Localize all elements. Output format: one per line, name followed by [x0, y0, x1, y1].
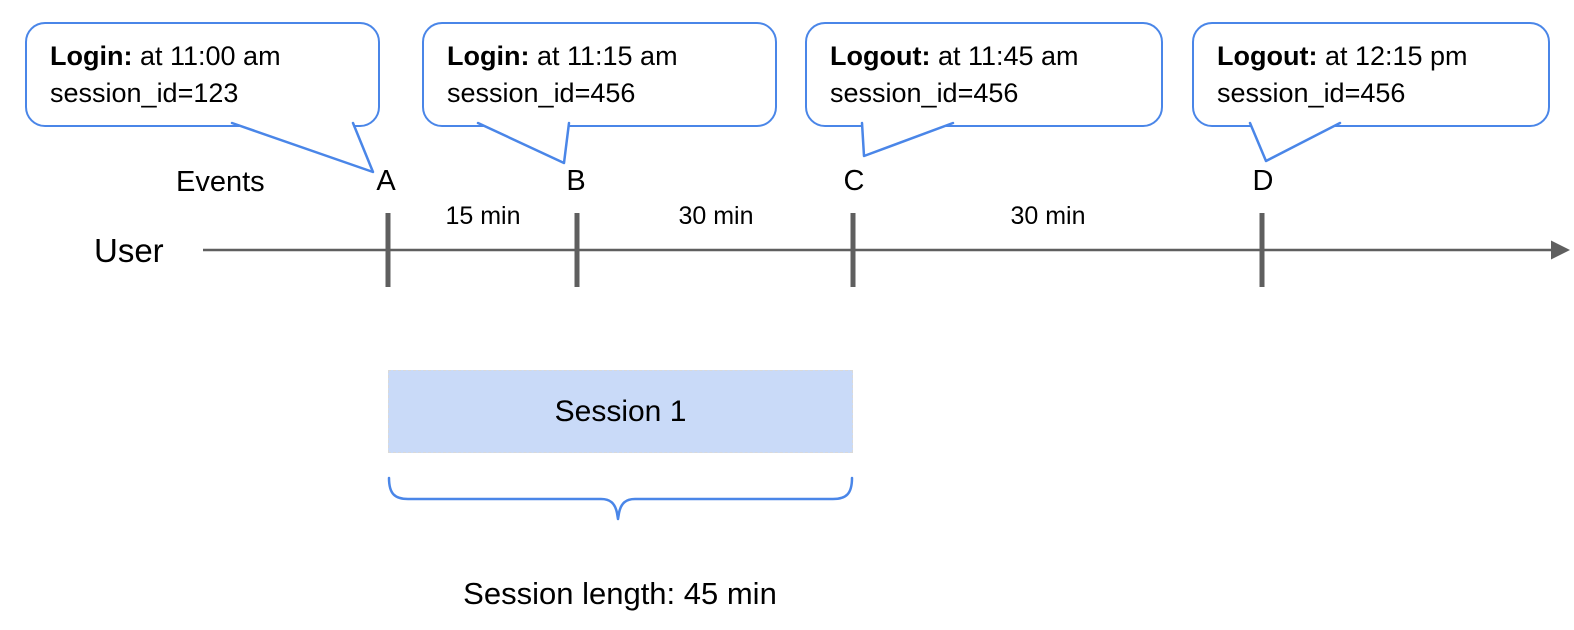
- user-row-label: User: [94, 232, 164, 269]
- event-time-label: at 11:15 am: [529, 41, 678, 71]
- events-row-label: Events: [176, 166, 265, 198]
- event-time-label: at 11:00 am: [132, 41, 281, 71]
- callout-session-line: session_id=456: [1217, 78, 1406, 108]
- session-length-label: Session length: 45 min: [463, 576, 777, 611]
- callout-tail-a: [230, 121, 375, 174]
- event-marker-c: C: [843, 165, 865, 197]
- callout-event-line: Logout: at 12:15 pm: [1217, 38, 1548, 75]
- interval-label-cd: 30 min: [1010, 202, 1086, 230]
- callout-tail-c: [860, 121, 955, 158]
- session-box: Session 1: [388, 370, 853, 453]
- callout-logout-c: Logout: at 11:45 am session_id=456: [805, 22, 1163, 127]
- callout-login-a: Login: at 11:00 am session_id=123: [25, 22, 380, 127]
- callout-event-line: Logout: at 11:45 am: [830, 38, 1161, 75]
- callout-tail-b: [476, 121, 571, 165]
- event-type-label: Logout:: [1217, 41, 1318, 71]
- event-type-label: Logout:: [830, 41, 931, 71]
- event-marker-d: D: [1252, 165, 1274, 197]
- session-box-label: Session 1: [554, 394, 687, 428]
- session-length-brace: [387, 476, 854, 521]
- event-time-label: at 11:45 am: [930, 41, 1079, 71]
- event-time-label: at 12:15 pm: [1317, 41, 1468, 71]
- callout-session-line: session_id=456: [830, 78, 1019, 108]
- callout-session-line: session_id=123: [50, 78, 239, 108]
- interval-label-ab: 15 min: [445, 202, 521, 230]
- callout-tail-d: [1248, 121, 1342, 163]
- callout-logout-d: Logout: at 12:15 pm session_id=456: [1192, 22, 1550, 127]
- event-type-label: Login:: [447, 41, 530, 71]
- callout-event-line: Login: at 11:15 am: [447, 38, 775, 75]
- timeline-arrowhead: [1551, 240, 1570, 260]
- interval-label-bc: 30 min: [678, 202, 754, 230]
- callout-login-b: Login: at 11:15 am session_id=456: [422, 22, 777, 127]
- event-marker-b: B: [566, 165, 586, 197]
- callout-event-line: Login: at 11:00 am: [50, 38, 378, 75]
- callout-session-line: session_id=456: [447, 78, 636, 108]
- event-marker-a: A: [376, 165, 396, 197]
- event-type-label: Login:: [50, 41, 133, 71]
